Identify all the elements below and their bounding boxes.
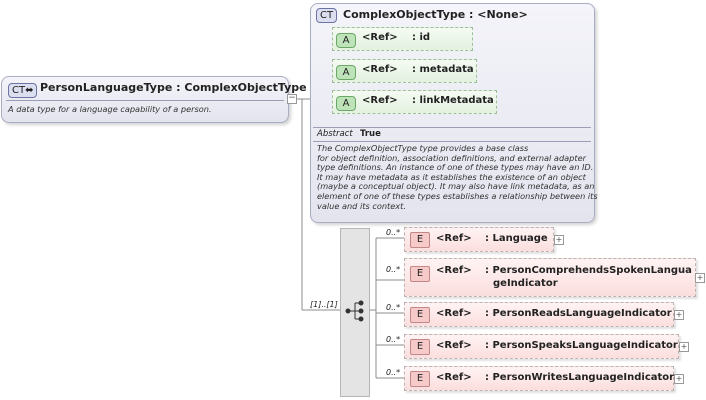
description-line: type definitions. An instance of one of …: [317, 162, 594, 173]
person-language-type-box[interactable]: CT⬌ PersonLanguageType : ComplexObjectTy…: [1, 76, 307, 123]
base-type-description: The ComplexObjectType type provides a ba…: [317, 143, 598, 211]
element-ref: <Ref>: [436, 233, 472, 244]
collapse-toggle-icon[interactable]: −: [287, 93, 297, 104]
element-name: : Language: [485, 233, 548, 244]
expand-toggle-icon[interactable]: +: [674, 310, 684, 320]
element-cardinality: 0..*: [386, 265, 401, 274]
element-ref: <Ref>: [436, 372, 472, 383]
element-icon: E: [410, 232, 430, 248]
element-name: : PersonReadsLanguageIndicator: [485, 308, 672, 319]
abstract-label: Abstract: [317, 129, 353, 139]
element-name-continued: geIndicator: [493, 278, 558, 289]
element-person-writes-language-indicator[interactable]: E <Ref> : PersonWritesLanguageIndicator: [404, 366, 674, 391]
type-title: PersonLanguageType : ComplexObjectType: [40, 81, 307, 94]
attribute-link-metadata[interactable]: A <Ref> : linkMetadata: [332, 90, 497, 114]
description-line: The ComplexObjectType type provides a ba…: [317, 143, 529, 153]
base-type-title: ComplexObjectType : <None>: [343, 8, 528, 21]
attribute-icon: A: [336, 96, 356, 111]
description-line: It may have metadata as it establishes t…: [317, 171, 586, 182]
abstract-value: True: [360, 129, 381, 139]
element-person-reads-language-indicator[interactable]: E <Ref> : PersonReadsLanguageIndicator: [404, 302, 674, 327]
attribute-ref: <Ref>: [362, 95, 398, 106]
description-line: (maybe a conceptual object). It may also…: [317, 181, 595, 192]
element-cardinality: 0..*: [386, 335, 401, 344]
element-language[interactable]: E <Ref> : Language: [404, 227, 554, 252]
sequence-compositor[interactable]: [340, 228, 370, 397]
element-name: : PersonComprehendsSpokenLangua: [485, 265, 692, 276]
attribute-metadata[interactable]: A <Ref> : metadata: [332, 59, 477, 83]
element-name: : PersonWritesLanguageIndicator: [485, 372, 675, 383]
element-cardinality: 0..*: [386, 303, 401, 312]
expand-toggle-icon[interactable]: +: [679, 342, 689, 352]
element-icon: E: [410, 371, 430, 387]
sequence-cardinality: [1]..[1]: [310, 300, 338, 309]
element-icon: E: [410, 307, 430, 323]
attribute-icon: A: [336, 65, 356, 80]
attribute-name: : id: [412, 32, 431, 43]
element-ref: <Ref>: [436, 308, 472, 319]
description-line: for object definition, association defin…: [317, 152, 586, 163]
element-icon: E: [410, 266, 430, 282]
attribute-name: : metadata: [412, 64, 474, 75]
expand-toggle-icon[interactable]: +: [695, 273, 705, 283]
element-cardinality: 0..*: [386, 228, 401, 237]
divider: [6, 100, 284, 101]
attribute-ref: <Ref>: [362, 32, 398, 43]
description-line: element of one of these types establishe…: [317, 190, 598, 201]
element-name: : PersonSpeaksLanguageIndicator: [485, 340, 678, 351]
complex-type-icon: CT⬌: [8, 83, 38, 98]
attribute-name: : linkMetadata: [412, 95, 494, 106]
element-ref: <Ref>: [436, 265, 472, 276]
attribute-icon: A: [336, 33, 356, 48]
expand-toggle-icon[interactable]: +: [554, 235, 564, 245]
element-person-speaks-language-indicator[interactable]: E <Ref> : PersonSpeaksLanguageIndicator: [404, 334, 679, 359]
expand-toggle-icon[interactable]: +: [674, 374, 684, 384]
description-line: value and its context.: [317, 200, 406, 211]
element-icon: E: [410, 339, 430, 355]
element-person-comprehends-spoken-language-indicator[interactable]: E <Ref> : PersonComprehendsSpokenLangua …: [404, 258, 696, 297]
type-description: A data type for a language capability of…: [8, 104, 212, 114]
divider: [313, 127, 591, 128]
element-ref: <Ref>: [436, 340, 472, 351]
complex-type-icon: CT: [316, 8, 338, 23]
attribute-ref: <Ref>: [362, 64, 398, 75]
divider: [313, 141, 591, 142]
attribute-id[interactable]: A <Ref> : id: [332, 27, 473, 51]
element-cardinality: 0..*: [386, 368, 401, 377]
sequence-icon: [345, 300, 364, 322]
